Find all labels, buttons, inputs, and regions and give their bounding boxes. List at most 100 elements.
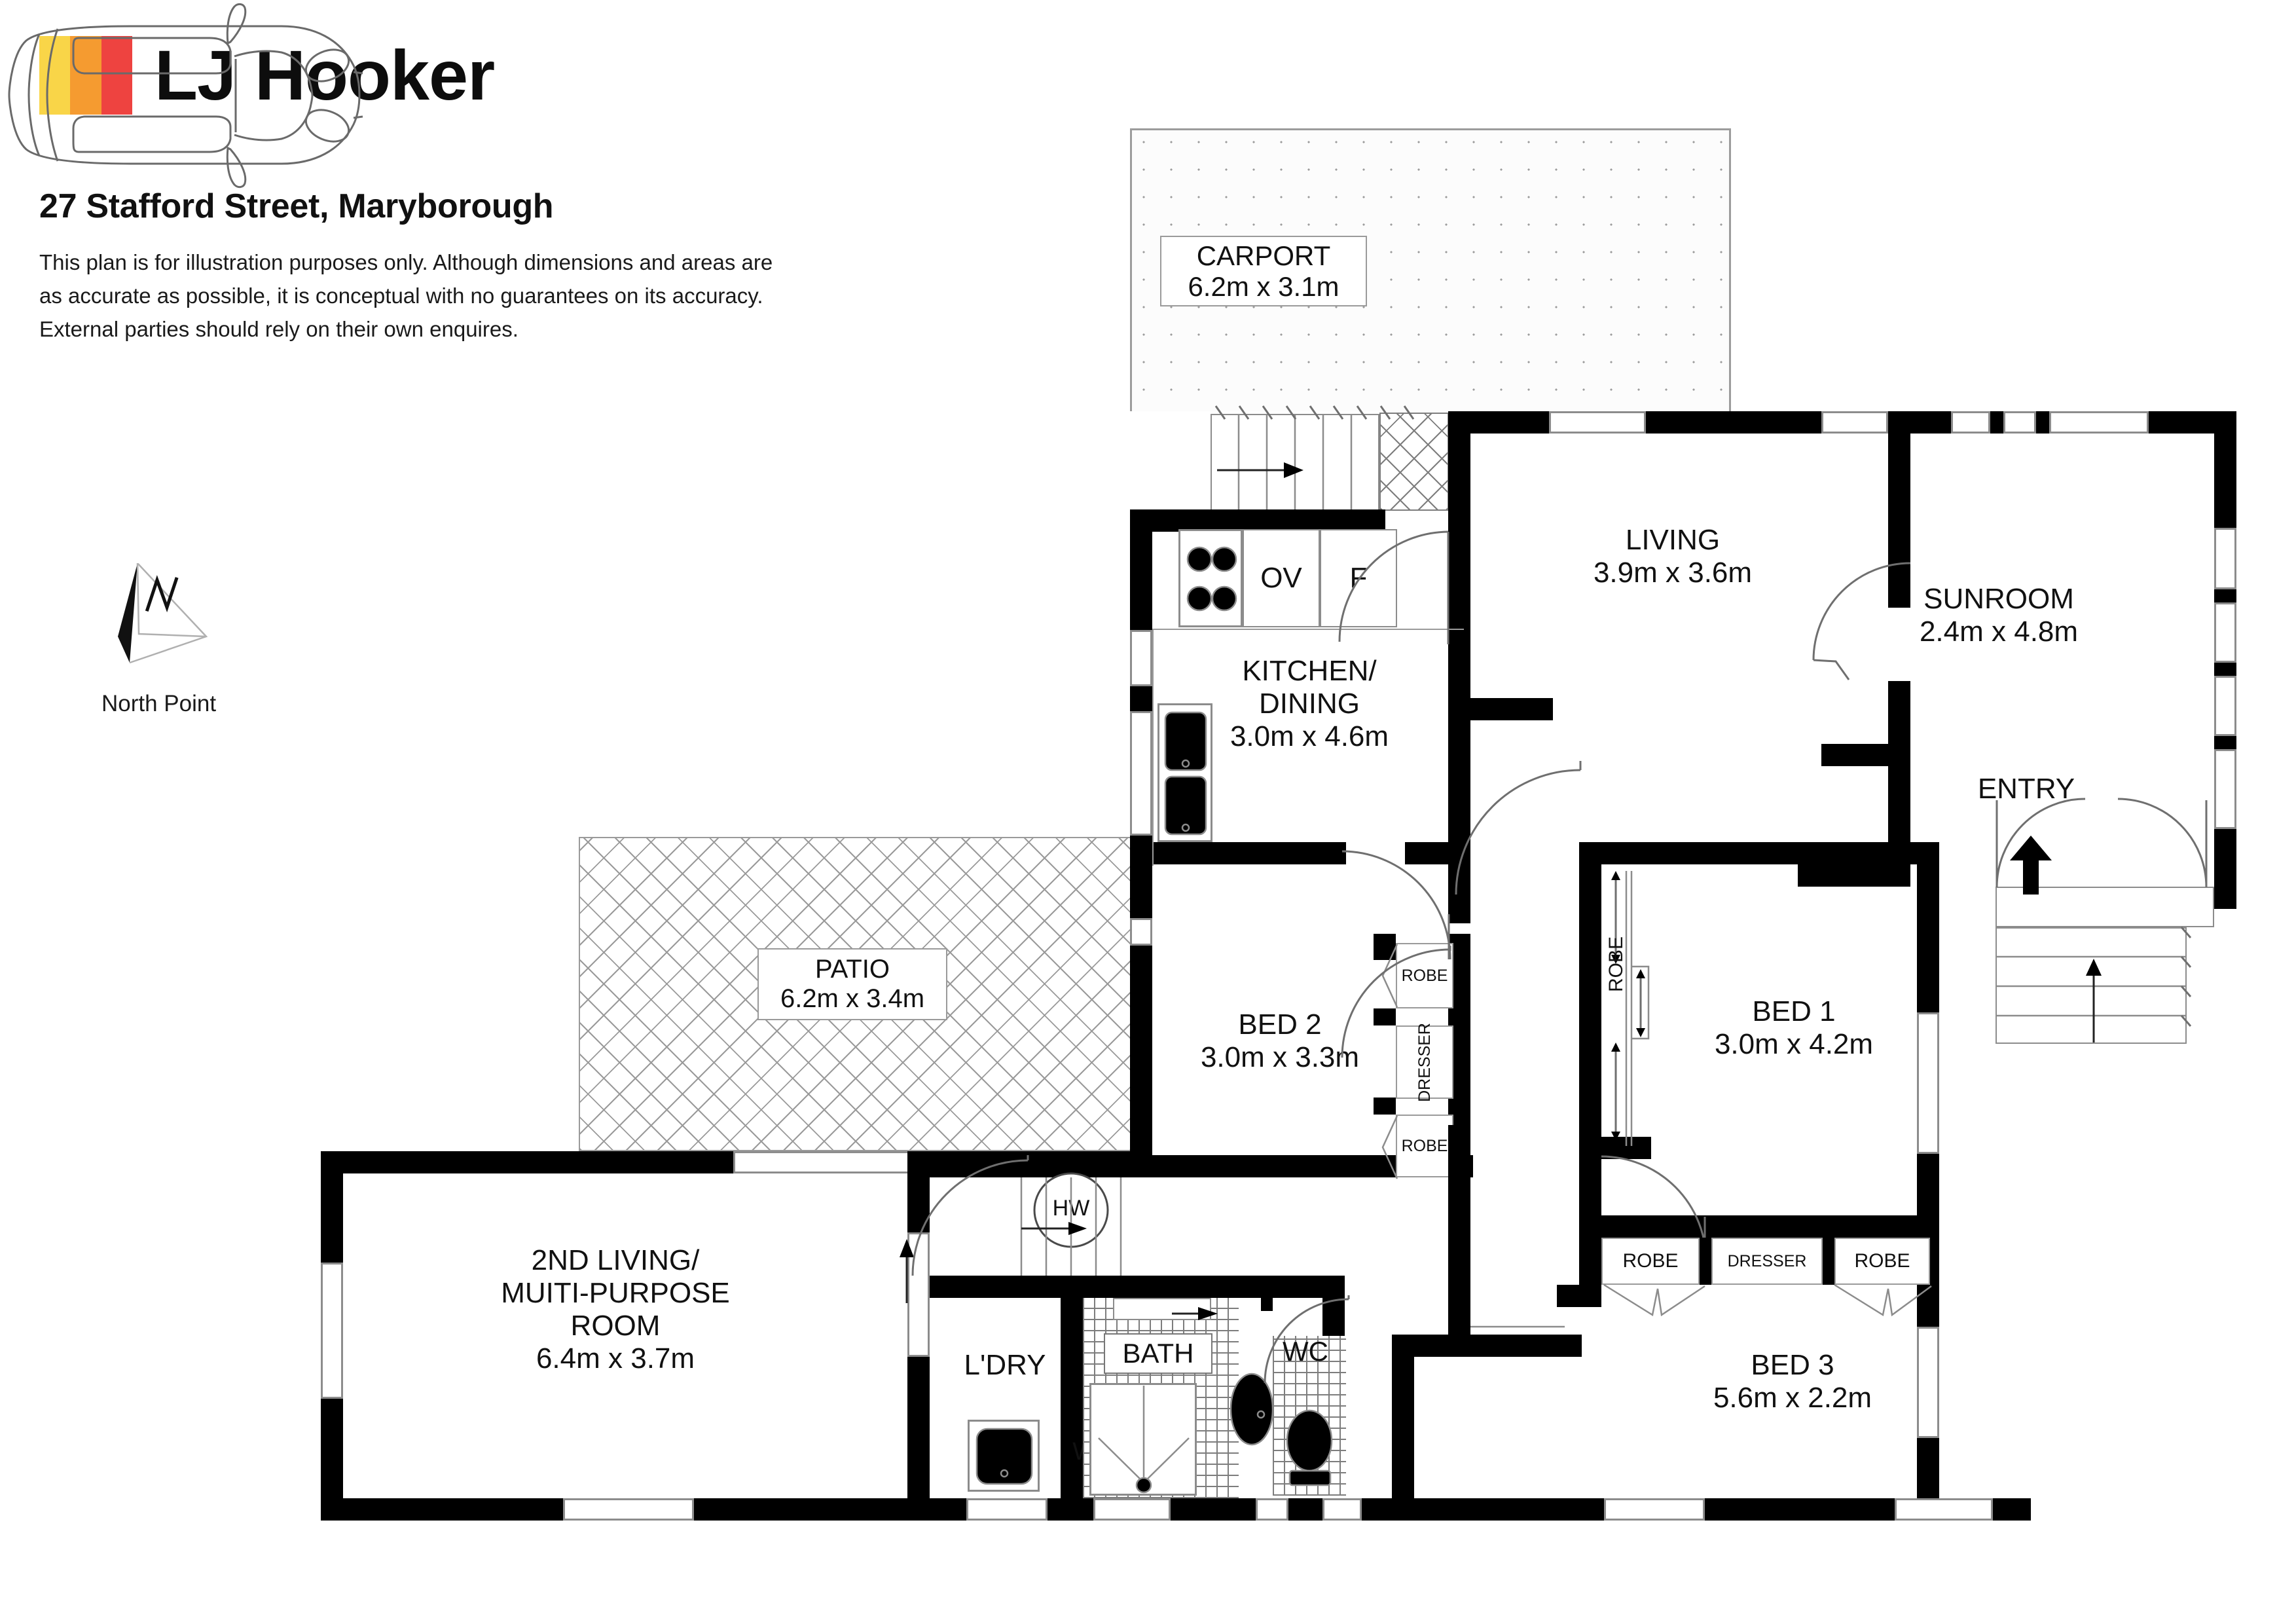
wall-sunroom-right-mull-3 [2214,736,2236,749]
bed1-dims: 3.0m x 4.2m [1714,1028,1874,1061]
wall-bed3-left-jog [1557,1285,1601,1307]
wall-laundry-mid [930,1276,1079,1298]
kitchen-door-arc [1341,850,1451,960]
disclaimer-text: This plan is for illustration purposes o… [39,246,1002,346]
bed3-label: BED 3 5.6m x 2.2m [1655,1349,1930,1414]
wall-bed1-right-lower [1917,1154,1939,1227]
bed3-name: BED 3 [1751,1349,1834,1381]
bath-label: BATH [1104,1333,1212,1374]
wall-bed1-right-upper [1917,842,1939,1012]
cooktop-burners-icon [1186,546,1237,612]
kitchen-name-2: DINING [1259,688,1360,720]
wall-bath-top [1083,1276,1239,1298]
bed3-dresser-label: DRESSER [1727,1252,1807,1270]
second-living-label: 2ND LIVING/ MUITI-PURPOSE ROOM 6.4m x 3.… [452,1244,779,1376]
wall-sunroom-top-mullion-a [1990,411,2003,434]
bed1-label: BED 1 3.0m x 4.2m [1656,995,1931,1061]
wall-kitchen-top [1130,509,1385,532]
wall-kitchen-left-b [1130,686,1152,711]
bed2-dresser: DRESSER [1396,1023,1453,1101]
laundry-door-arc [911,1155,1029,1276]
wall-kitchen-living-upper [1448,411,1470,698]
bed3-robe-right: ROBE [1834,1238,1930,1285]
window-kitchen-left-main [1130,711,1152,836]
window-sunroom-right-1 [2214,528,2236,589]
window-sunroom-top-2 [2003,411,2036,434]
wall-bottom-wc-a [1288,1498,1322,1521]
carport-edge-right [1729,128,1731,411]
entry-steps-treads [1995,927,2192,1043]
disclaimer-line-3: External parties should rely on their ow… [39,317,519,342]
patio-label: PATIO 6.2m x 3.4m [757,948,947,1020]
carport-edge-top [1130,128,1731,130]
second-living-dims: 6.4m x 3.7m [536,1342,695,1375]
window-hall-bottom [1322,1498,1362,1521]
sunroom-label: SUNROOM 2.4m x 4.8m [1851,583,2146,648]
north-point-label: North Point [101,691,217,716]
disclaimer-line-2: as accurate as possible, it is conceptua… [39,284,763,308]
bed1-name: BED 1 [1752,995,1836,1027]
carport-area [1130,128,1731,411]
bed2-robe-bottom-label: ROBE [1401,1137,1448,1155]
stairs-spacer [1023,1177,1029,1184]
wall-kitchen-bottom-a [1130,842,1346,864]
living-name: LIVING [1625,524,1721,556]
bath-door-opening [1113,1298,1211,1320]
window-sunroom-top-1 [1951,411,1990,434]
wc-door-arc [1264,1295,1350,1384]
window-sunroom-top-3 [2049,411,2149,434]
wall-bed3-left-upper [1579,1215,1601,1294]
wall-living-stub-left [1448,698,1553,720]
wall-bath-top-corner [1239,1276,1261,1298]
kitchen-exterior-door-arc [1338,530,1449,644]
shower-drain-icon [1098,1386,1190,1494]
wall-2ndliving-top-a [321,1151,733,1173]
second-living-name-3: ROOM [570,1310,661,1342]
entry-label: ENTRY [1977,773,2075,805]
living-label: LIVING 3.9m x 3.6m [1525,524,1820,589]
lj-hooker-bars-icon [39,36,132,115]
bed2-name: BED 2 [1238,1008,1322,1041]
wall-bed3-divider-2 [1823,1238,1834,1285]
window-2ndliving-bottom [563,1498,694,1521]
brick-hatch-block [1379,413,1449,511]
wall-bottom-bath [1171,1498,1256,1521]
bed1-robe-label: ROBE [1605,936,1627,993]
wall-entry-right [2214,829,2236,909]
window-kitchen-left-upper [1130,630,1152,686]
kitchen-bench-edge-left [1152,630,1154,866]
carport-name: CARPORT [1196,240,1331,271]
kitchen-bench-edge-top [1152,629,1464,630]
wall-2ndliving-bottom-b [694,1498,930,1521]
wall-bottom-bed3-b [1705,1498,1895,1521]
wall-sunroom-right-mull-2 [2214,663,2236,676]
patio-dims: 6.2m x 3.4m [780,984,925,1013]
hall-door-arc [1455,761,1582,895]
page-title: 27 Stafford Street, Maryborough [39,187,554,225]
bath-door-arrow-icon [1172,1307,1218,1320]
kitchen-sink-bowls-icon [1164,711,1207,836]
window-sunroom-right-3 [2214,676,2236,736]
window-living-top-2 [1821,411,1888,434]
wall-bed2-robe-mid-b [1374,1098,1396,1115]
patio-name: PATIO [814,955,890,984]
wall-bed1-robe-bottom [1579,1137,1651,1159]
sunroom-dims: 2.4m x 4.8m [1919,616,2079,648]
laundry-steps-icon [1020,1177,1122,1276]
laundry-label: L'DRY [964,1349,1046,1381]
bed1-robe-detail [1611,871,1650,1146]
window-bed2-left [1130,918,1152,946]
window-bed3-bottom-1 [1604,1498,1705,1521]
bed2-dims: 3.0m x 3.3m [1200,1041,1360,1074]
wall-2ndliving-bottom-a [321,1498,563,1521]
entry-direction-arrow-icon [2010,836,2052,895]
wall-living-bottom-stub [1821,744,1910,766]
bed3-robe-left: ROBE [1601,1238,1700,1285]
bed3-dims: 5.6m x 2.2m [1713,1382,1872,1414]
wall-living-top-b [1646,411,1821,434]
window-bath-bottom [1093,1498,1171,1521]
oven-label: OV [1260,562,1302,595]
wall-living-sunroom-upper [1888,411,1910,608]
car-icon [8,3,363,189]
wall-kitchen-living-lower [1448,720,1470,923]
